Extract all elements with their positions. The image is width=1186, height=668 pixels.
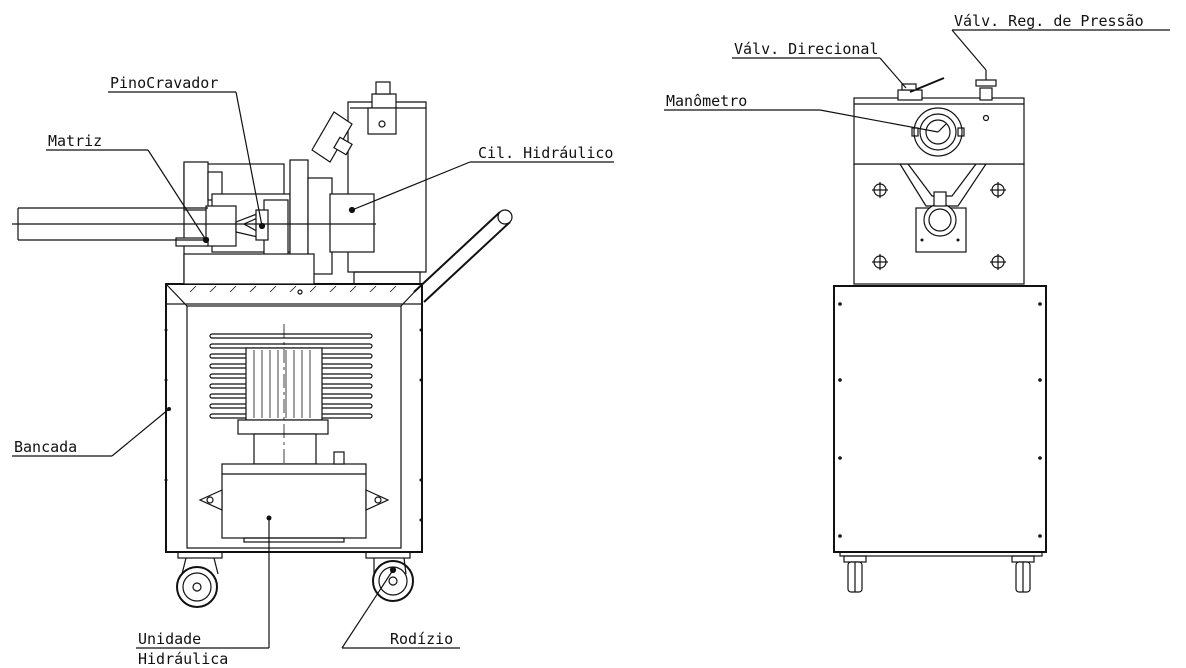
- label-pino-cravador: PinoCravador: [110, 74, 218, 92]
- front-caster-left: [843, 555, 867, 593]
- side-view: [12, 81, 513, 608]
- leader-lines: [12, 29, 1170, 649]
- front-caster-right: [1011, 555, 1035, 593]
- label-valv-reg-pressao: Válv. Reg. de Pressão: [954, 12, 1144, 30]
- hydraulic-tank: [198, 451, 390, 543]
- label-valv-direcional: Válv. Direcional: [734, 40, 879, 58]
- labels: Matriz PinoCravador Cil. Hidráulico Banc…: [14, 12, 1144, 668]
- label-unidade-line1: Unidade: [138, 630, 201, 648]
- wheel-right: [372, 557, 414, 602]
- front-view: [833, 70, 1047, 593]
- front-cabinet: [833, 285, 1047, 557]
- label-matriz: Matriz: [48, 132, 102, 150]
- wheel-left: [176, 557, 219, 608]
- label-bancada: Bancada: [14, 438, 77, 456]
- hydraulic-head: [12, 81, 513, 303]
- label-manometro: Manômetro: [666, 92, 747, 110]
- electric-motor: [237, 324, 329, 470]
- front-head: [853, 163, 1025, 285]
- label-unidade-line2: Hidráulica: [138, 650, 228, 668]
- label-cil-hidraulico: Cil. Hidráulico: [478, 144, 613, 162]
- label-rodizio: Rodízio: [390, 630, 453, 648]
- front-valve-box: [853, 70, 1025, 165]
